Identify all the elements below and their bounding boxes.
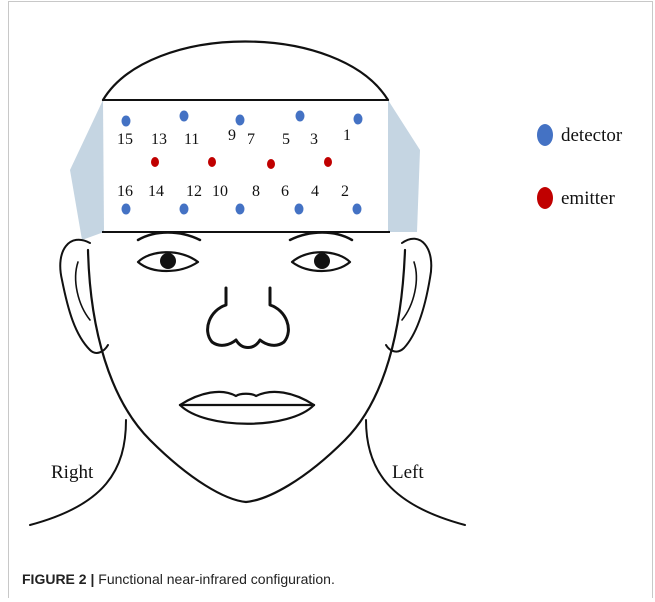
- emitter-dot: [151, 157, 159, 167]
- channel-number: 2: [341, 183, 349, 200]
- channel-number: 14: [148, 183, 164, 200]
- emitter-dot: [208, 157, 216, 167]
- left-eyebrow: [290, 233, 352, 241]
- legend: detector emitter: [537, 124, 623, 209]
- channel-number: 8: [252, 183, 260, 200]
- emitter-dot: [267, 159, 275, 169]
- right-pupil: [160, 253, 176, 269]
- channel-number: 1: [343, 127, 351, 144]
- head-diagram: Right Left 15 13 11 9 7 5 3 1 16 14 12: [0, 0, 655, 560]
- channel-number: 15: [117, 131, 133, 148]
- legend-detector-swatch: [537, 124, 553, 146]
- channel-number: 10: [212, 183, 228, 200]
- detector-dot: [180, 204, 189, 215]
- detector-dot: [296, 111, 305, 122]
- headband-left-wing: [386, 100, 420, 232]
- detector-dot: [122, 204, 131, 215]
- channel-number: 7: [247, 131, 255, 148]
- left-ear: [386, 239, 431, 352]
- channel-number: 11: [184, 131, 199, 148]
- channel-number: 16: [117, 183, 133, 200]
- headband-right-wing: [70, 100, 104, 240]
- detector-dot: [236, 204, 245, 215]
- caption-text: Functional near-infrared configuration.: [98, 571, 335, 587]
- legend-emitter-swatch: [537, 187, 553, 209]
- headband: [104, 100, 388, 232]
- legend-detector-label: detector: [561, 125, 623, 146]
- channel-number: 5: [282, 131, 290, 148]
- detector-dot: [353, 204, 362, 215]
- channel-number: 6: [281, 183, 289, 200]
- detector-dot: [122, 116, 131, 127]
- left-side-label: Left: [392, 462, 424, 483]
- nose: [208, 288, 289, 348]
- emitter-dot: [324, 157, 332, 167]
- channel-number: 13: [151, 131, 167, 148]
- channel-number: 4: [311, 183, 319, 200]
- figure-caption: FIGURE 2 | Functional near-infrared conf…: [22, 571, 335, 587]
- channel-number: 9: [228, 127, 236, 144]
- mouth-lower-lip: [180, 405, 314, 424]
- right-eyebrow: [138, 233, 200, 241]
- left-pupil: [314, 253, 330, 269]
- detector-dot: [354, 114, 363, 125]
- caption-label: FIGURE 2 |: [22, 571, 94, 587]
- detector-dot: [295, 204, 304, 215]
- legend-emitter-label: emitter: [561, 188, 615, 209]
- mouth-upper-lip: [180, 392, 314, 405]
- right-ear: [60, 240, 108, 353]
- right-side-label: Right: [51, 462, 94, 483]
- channel-number: 3: [310, 131, 318, 148]
- channel-number: 12: [186, 183, 202, 200]
- detector-dot: [180, 111, 189, 122]
- detector-dot: [236, 115, 245, 126]
